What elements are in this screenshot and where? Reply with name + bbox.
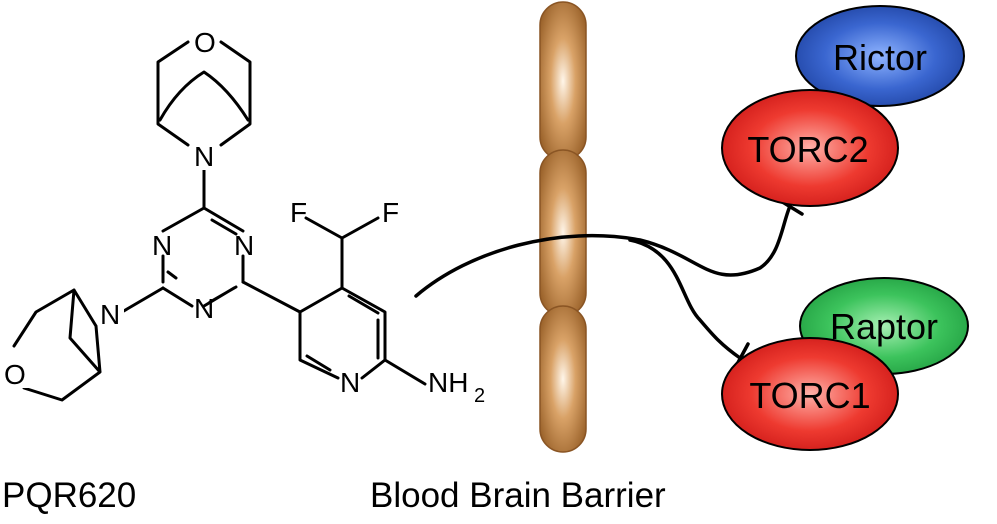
molecule-atom-labels: O N N N N N O F F N NH 2 <box>2 26 485 407</box>
fluorine-1-label: F <box>290 197 307 228</box>
torc1-complex: Raptor TORC1 <box>721 277 969 451</box>
n-bridge-top-label: N <box>194 141 214 172</box>
membrane-cell-bottom <box>539 305 587 453</box>
oxygen-left-label: O <box>4 359 26 390</box>
bicycle-top-bonds <box>156 40 252 147</box>
n-pyridine-label: N <box>340 367 360 398</box>
membrane-cell-middle <box>539 149 587 317</box>
compound-caption: PQR620 <box>2 476 137 515</box>
amine-label: NH <box>428 367 468 398</box>
bond-triazine-to-n-left <box>120 286 165 314</box>
drug-path-to-torc2 <box>414 204 792 298</box>
n-triazine-bottom-label: N <box>194 293 214 324</box>
torc2-label: TORC2 <box>747 129 868 170</box>
triazine-ring-bonds <box>161 206 245 308</box>
inhibition-paths <box>414 196 804 372</box>
bond-chf2 <box>304 216 380 290</box>
n-triazine-left-label: N <box>152 230 172 261</box>
pyridine-ring-bonds <box>298 286 387 380</box>
torc1-label: TORC1 <box>749 375 870 416</box>
amine-subscript-label: 2 <box>474 385 485 407</box>
torc2-complex: Rictor TORC2 <box>721 5 965 207</box>
fluorine-2-label: F <box>382 197 399 228</box>
molecule-pqr620 <box>12 40 427 402</box>
drug-path-to-torc1 <box>628 238 742 360</box>
bond-triazine-to-pyridine <box>241 280 302 314</box>
barrier-caption: Blood Brain Barrier <box>370 476 666 515</box>
n-bridge-left-label: N <box>100 299 120 330</box>
oxygen-top-label: O <box>194 27 216 58</box>
n-triazine-right-label: N <box>234 230 254 261</box>
torc1-ellipse <box>721 337 899 451</box>
raptor-label: Raptor <box>830 306 938 347</box>
rictor-label: Rictor <box>833 37 927 78</box>
torc2-ellipse <box>721 89 899 207</box>
rictor-ellipse <box>795 5 965 107</box>
blood-brain-barrier <box>539 1 587 453</box>
bicycle-left-bonds <box>12 288 102 402</box>
bond-nh2 <box>383 358 427 386</box>
membrane-cell-top <box>539 1 587 161</box>
